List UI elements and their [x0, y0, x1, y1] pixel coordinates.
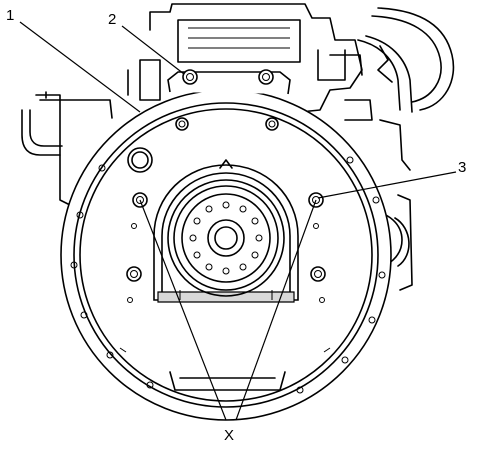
crankshaft-seal-assembly	[153, 159, 299, 303]
wiring-harness	[344, 7, 455, 121]
callout-x: X	[224, 427, 234, 444]
callout-2: 2	[108, 11, 116, 28]
engine-block-top	[127, 3, 363, 113]
leader-lines	[19, 21, 457, 421]
crank-flange-bolts	[189, 201, 263, 275]
left-bracket	[21, 91, 113, 206]
callout-1: 1	[6, 7, 14, 24]
rim-bolts	[70, 156, 386, 394]
callout-3: 3	[458, 159, 466, 176]
